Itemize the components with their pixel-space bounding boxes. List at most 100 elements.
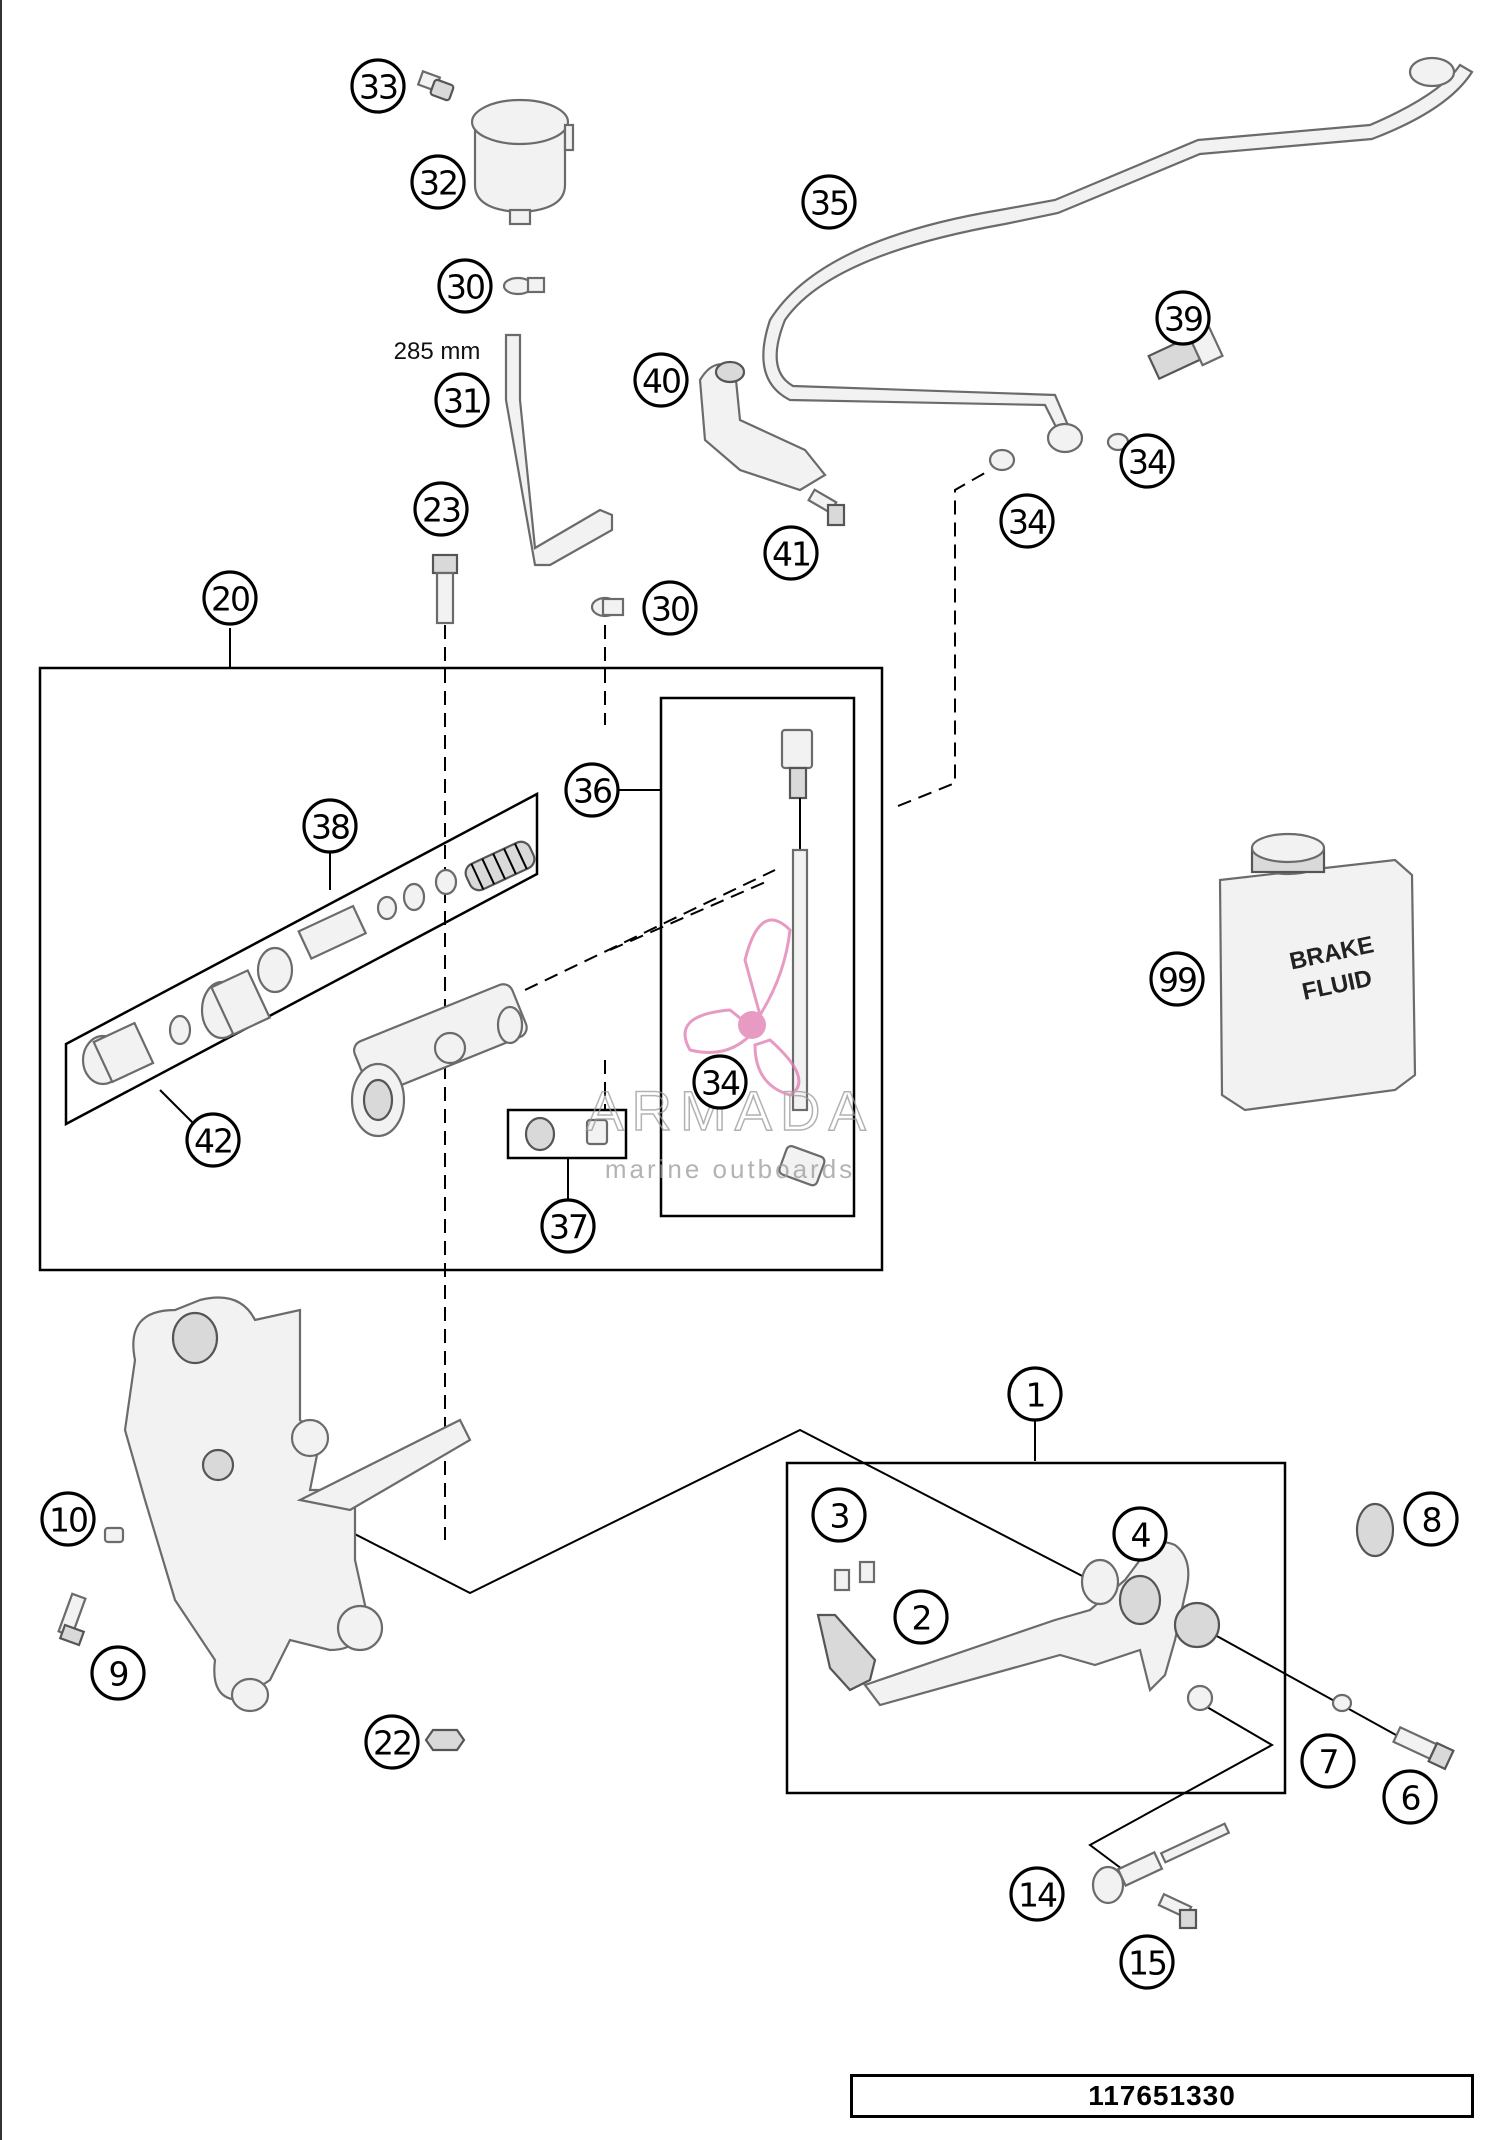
svg-text:34: 34: [1008, 503, 1047, 542]
svg-text:15: 15: [1128, 1944, 1166, 1983]
callout-4: 4: [1112, 1506, 1168, 1562]
brake-light-switch-36: [778, 728, 826, 1187]
nut-10: [103, 1526, 125, 1544]
svg-text:4: 4: [1131, 1516, 1151, 1555]
svg-text:3: 3: [830, 1497, 849, 1536]
callout-31: 31: [434, 372, 490, 428]
callout-15: 15: [1119, 1934, 1175, 1990]
svg-text:20: 20: [211, 580, 249, 619]
callout-20: 20: [202, 570, 258, 626]
callout-1: 1: [1007, 1366, 1063, 1422]
hose-clamp-30-top: [502, 276, 546, 296]
callout-23: 23: [413, 481, 469, 537]
bolt-41: [807, 488, 846, 527]
callout-42: 42: [185, 1112, 241, 1168]
hose-length-label: 285 mm: [394, 338, 481, 365]
svg-text:38: 38: [311, 808, 349, 847]
leader-master-cyl: [524, 869, 776, 991]
master-cylinder-body: [350, 983, 528, 1138]
svg-text:1: 1: [1026, 1376, 1045, 1415]
drawing-number-box: 117651330: [850, 2074, 1474, 2118]
callout-6: 6: [1382, 1769, 1438, 1825]
left-border: [0, 0, 2, 2140]
watermark: ARMADA marine outboards: [585, 918, 867, 1184]
svg-text:41: 41: [772, 535, 810, 574]
callout-30-top: 30: [437, 258, 493, 314]
seal-kit-37: [524, 1116, 609, 1152]
callout-9: 9: [90, 1645, 146, 1701]
nut-22: [424, 1728, 466, 1752]
hose-clamp-30-lower: [590, 596, 625, 618]
callout-36: 36: [564, 762, 620, 818]
svg-text:99: 99: [1158, 961, 1196, 1000]
bushing-4: [1080, 1558, 1162, 1626]
brake-fluid-can-99: BRAKE FLUID: [1218, 832, 1417, 1112]
brake-hose-35: [762, 63, 1474, 437]
callout-30-lower: 30: [642, 580, 698, 636]
callout-39: 39: [1155, 290, 1211, 346]
svg-text:30: 30: [651, 590, 689, 629]
svg-text:10: 10: [49, 1501, 87, 1540]
svg-text:22: 22: [373, 1724, 411, 1763]
svg-text:34: 34: [1128, 443, 1167, 482]
svg-text:32: 32: [419, 164, 457, 203]
callout-38: 38: [302, 798, 358, 854]
callout-33: 33: [350, 58, 406, 114]
screws-3: [833, 1560, 876, 1592]
callout-8: 8: [1403, 1491, 1459, 1547]
leader-spring: [609, 879, 771, 951]
bolt-9: [57, 1592, 87, 1647]
callout-14: 14: [1009, 1866, 1065, 1922]
reservoir-32: [470, 98, 575, 226]
callout-2: 2: [893, 1589, 949, 1645]
hose-35-end-eye: [1408, 56, 1456, 88]
hose-31: [504, 333, 614, 567]
callout-99: 99: [1149, 951, 1205, 1007]
push-rod-14: [1091, 1822, 1231, 1905]
hose-guide-40: [698, 360, 827, 492]
callout-41: 41: [763, 525, 819, 581]
propeller-logo: [683, 918, 801, 1097]
svg-text:42: 42: [194, 1122, 232, 1161]
callout-34-left: 34: [999, 493, 1055, 549]
svg-text:2: 2: [912, 1599, 931, 1638]
svg-text:7: 7: [1319, 1743, 1338, 1782]
callout-10: 10: [40, 1491, 96, 1547]
washer-7: [1331, 1693, 1353, 1713]
svg-text:9: 9: [109, 1655, 128, 1694]
svg-text:23: 23: [422, 491, 460, 530]
bolt-15: [1157, 1892, 1198, 1930]
svg-text:30: 30: [446, 268, 484, 307]
svg-text:6: 6: [1401, 1779, 1420, 1818]
callout-32: 32: [410, 154, 466, 210]
piston-kit-38: [81, 840, 536, 1086]
callout-37: 37: [540, 1198, 596, 1254]
callout-35: 35: [801, 174, 857, 230]
watermark-tagline: marine outboards: [605, 1154, 855, 1184]
spring-8: [1355, 1502, 1395, 1558]
callout-34-switch: 34: [692, 1054, 748, 1110]
leader-bolt-6: [1214, 1634, 1406, 1741]
leader-banjo-34: [897, 469, 991, 807]
svg-text:40: 40: [642, 362, 680, 401]
leader-link-14: [1088, 1699, 1275, 1876]
svg-text:14: 14: [1018, 1876, 1057, 1915]
callout-22: 22: [364, 1714, 420, 1770]
screw-33: [416, 69, 455, 102]
svg-text:33: 33: [359, 68, 397, 107]
step-plate-2: [816, 1613, 877, 1692]
svg-text:35: 35: [810, 184, 848, 223]
drawing-number: 117651330: [1088, 2080, 1236, 2111]
svg-text:34: 34: [701, 1064, 740, 1103]
callout-7: 7: [1300, 1733, 1356, 1789]
svg-text:36: 36: [573, 772, 611, 811]
assembly-frame-36: [659, 696, 856, 1218]
footrest-bracket: [123, 1296, 472, 1713]
svg-text:37: 37: [549, 1208, 587, 1247]
svg-text:31: 31: [443, 382, 481, 421]
banjo-fitting: [988, 422, 1130, 472]
bolt-6: [1392, 1725, 1455, 1771]
svg-text:39: 39: [1164, 300, 1202, 339]
svg-text:8: 8: [1422, 1501, 1441, 1540]
